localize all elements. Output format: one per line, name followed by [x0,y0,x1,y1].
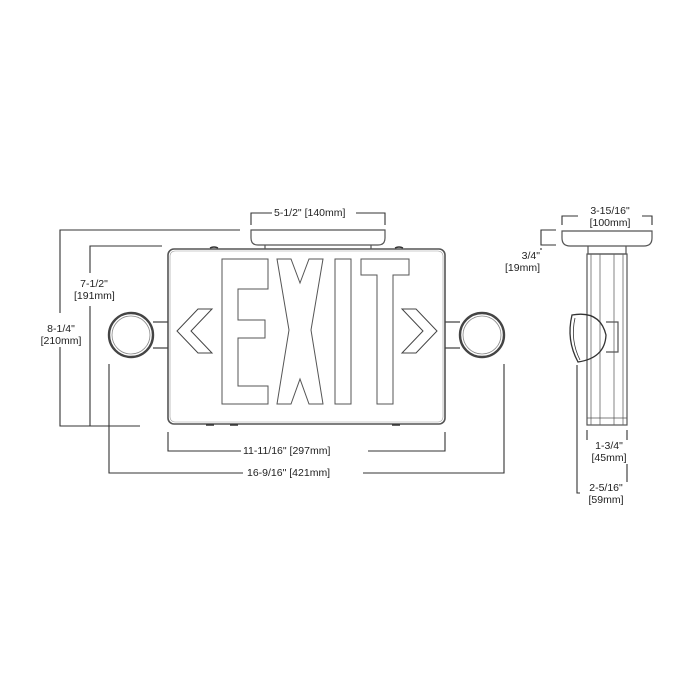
sign-height-metric: [191mm] [74,290,115,302]
exit-letters [221,258,410,405]
dimension-lines-front [59,212,505,474]
housing-depth-imperial: 1-3/4" [595,440,623,452]
canopy-width-label: 5-1/2" [140mm] [272,207,348,219]
overall-width-label: 16-9/16" [421mm] [245,467,333,479]
chevron-right-icon [400,308,438,354]
chevron-left-icon [176,308,214,354]
overall-height-metric: [210mm] [40,335,82,347]
overall-height-label: 8-1/4" [210mm] [36,323,86,347]
side-canopy-width-imperial: 3-15/16" [590,205,630,217]
side-view [561,230,653,426]
right-lamp-head [445,311,506,359]
sign-housing [167,246,446,426]
side-canopy-width-metric: [100mm] [589,217,631,229]
overall-height-imperial: 8-1/4" [47,323,75,335]
letter-x [276,258,324,405]
overall-depth-label: 2-5/16" [59mm] [580,482,632,506]
left-lamp-head [107,311,168,359]
lamp-head-side [569,313,607,363]
overall-depth-metric: [59mm] [588,494,624,506]
letter-t [360,258,410,405]
housing-depth-label: 1-3/4" [45mm] [585,440,633,464]
side-canopy-width-label: 3-15/16" [100mm] [578,205,642,229]
canopy-depth-label: 3/4" [19mm] [492,250,542,274]
overall-depth-imperial: 2-5/16" [589,482,623,494]
sign-height-imperial: 7-1/2" [80,278,108,290]
letter-i [334,258,352,405]
canopy-depth-imperial: 3/4" [521,250,540,262]
housing-depth-metric: [45mm] [591,452,627,464]
canopy-depth-metric: [19mm] [504,262,540,274]
canopy-front [250,229,386,249]
sign-width-label: 11-11/16" [297mm] [241,445,333,457]
letter-e [221,258,269,405]
sign-height-label: 7-1/2" [191mm] [72,278,116,302]
